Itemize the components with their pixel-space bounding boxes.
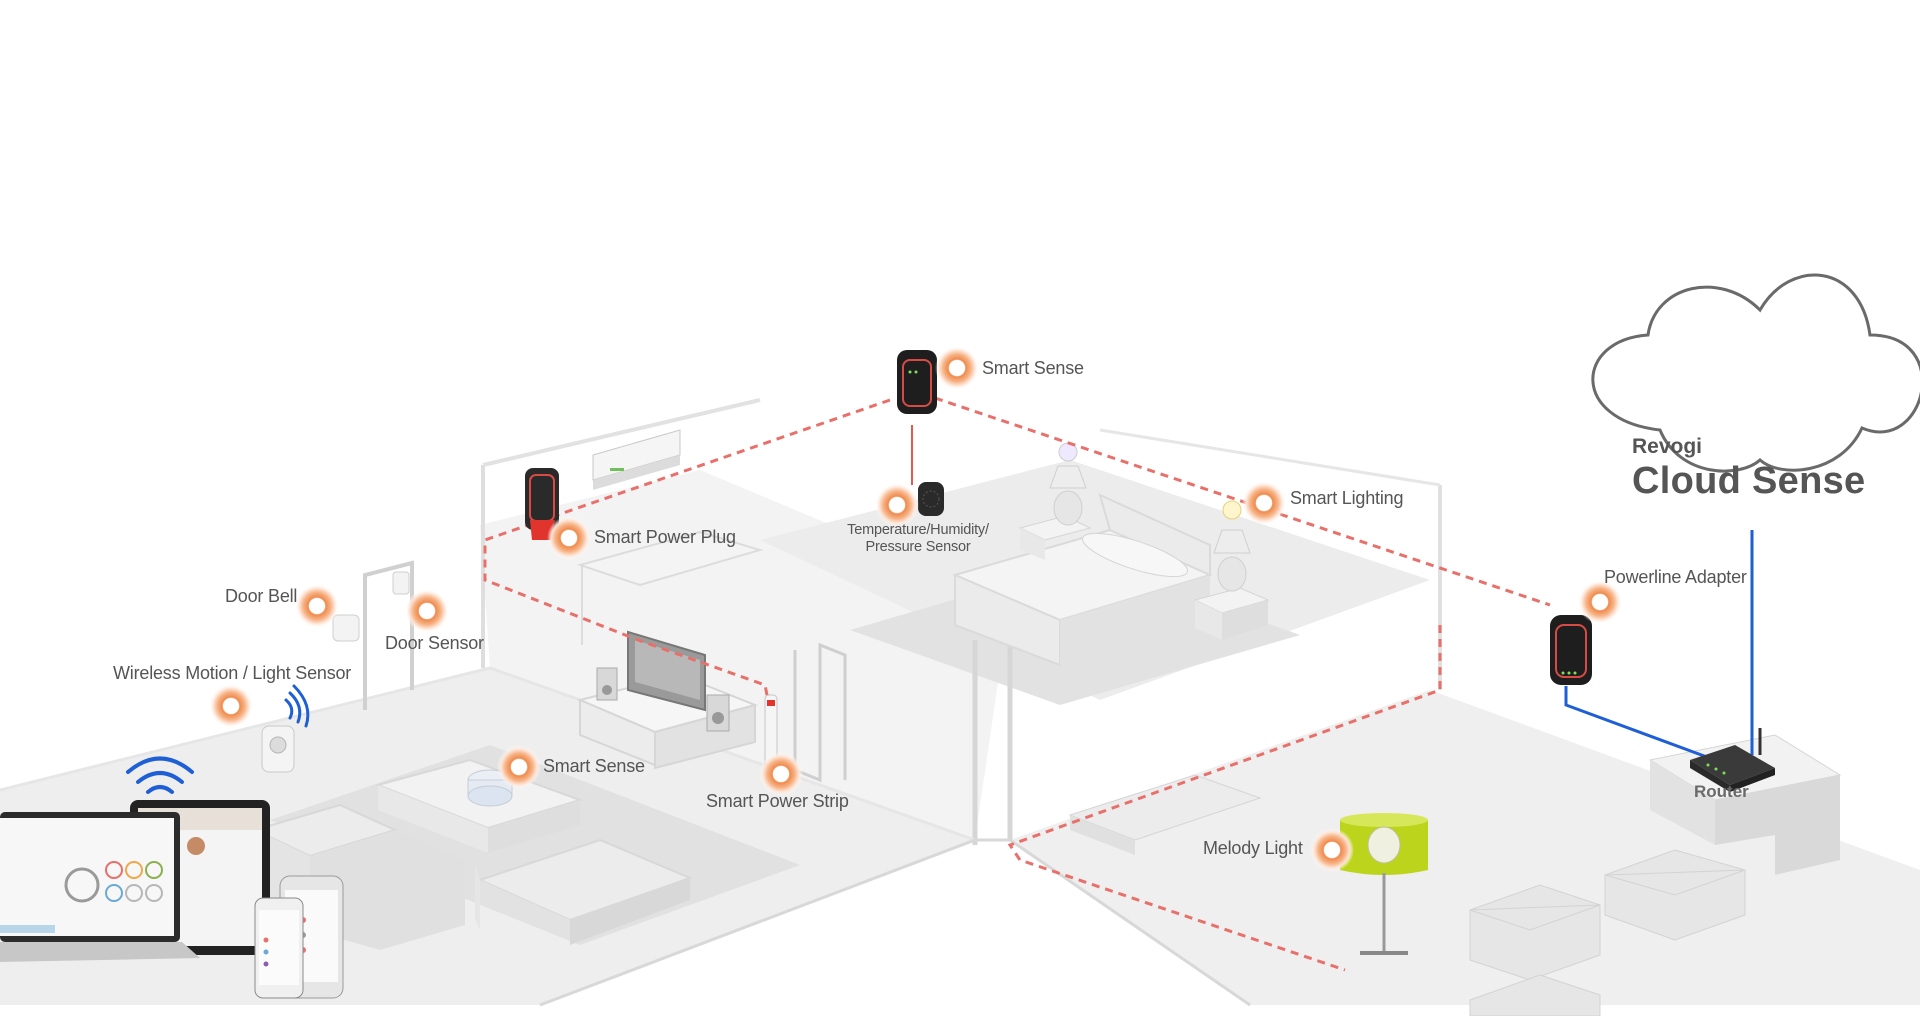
label-door-bell: Door Bell [225, 586, 298, 606]
armchair-1 [1469, 884, 1601, 981]
tv-screen-glare [635, 640, 700, 700]
bedside-lamp-left [1049, 442, 1087, 526]
label-powerline-adapter: Powerline Adapter [1604, 567, 1747, 587]
doorway [793, 642, 847, 783]
label-temperature-sensor: Temperature/Humidity/ Pressure Sensor [833, 522, 1003, 556]
powerline-adapter-device [1550, 615, 1592, 685]
melody-light-device [1340, 813, 1428, 955]
label-melody-light: Melody Light [1203, 838, 1303, 858]
armchair-2 [1604, 849, 1746, 941]
cloud-subtitle: Revogi [1632, 435, 1703, 458]
ping-door-sensor [405, 589, 449, 633]
motion-signal-icon [284, 684, 310, 728]
bedside-lamp-right [1213, 500, 1251, 592]
desk [576, 530, 764, 587]
signal-markers [209, 346, 1622, 872]
client-devices [0, 800, 344, 999]
speaker-left [596, 667, 618, 701]
label-smart-power-strip: Smart Power Strip [706, 791, 849, 811]
wifi-icon [126, 756, 194, 794]
cloud-shape [1591, 273, 1920, 473]
ping-smart-power-strip [759, 752, 803, 796]
ping-smart-power-plug [547, 516, 591, 560]
air-conditioner [592, 429, 681, 490]
pillow [1082, 532, 1188, 578]
ping-smart-sense-living [497, 745, 541, 789]
label-smart-sense-top: Smart Sense [982, 358, 1084, 378]
label-temperature-sensor-line2: Pressure Sensor [865, 539, 971, 555]
cloud-title: Cloud Sense [1632, 460, 1866, 502]
floor-edge-bottom [539, 838, 1251, 1007]
armchair-3 [1469, 974, 1601, 1016]
ping-powerline-adapter [1578, 580, 1622, 624]
wall-front-left [0, 666, 976, 842]
dashed-link-bottom [1007, 625, 1442, 972]
ping-temperature-sensor [875, 483, 919, 527]
router-device [1690, 728, 1775, 792]
door-bell-device [332, 614, 360, 642]
label-router: Router [1694, 782, 1749, 801]
wall-right-top [1099, 428, 1441, 487]
headboard [1098, 493, 1211, 577]
temperature-sensor-device [918, 482, 944, 516]
sofa-front [475, 838, 693, 945]
label-temperature-sensor-line1: Temperature/Humidity/ [847, 522, 989, 538]
blue-wire-powerline [1564, 686, 1716, 762]
ping-motion-sensor [209, 684, 253, 728]
door-sensor-device [392, 571, 410, 595]
label-motion-sensor: Wireless Motion / Light Sensor [113, 663, 352, 683]
laptop-base [0, 942, 200, 962]
motion-sensor-device [261, 725, 295, 773]
label-smart-lighting: Smart Lighting [1290, 488, 1404, 508]
ping-smart-lighting [1242, 481, 1286, 525]
wall-back-left [482, 398, 761, 467]
label-door-sensor: Door Sensor [385, 633, 484, 653]
ping-melody-light [1310, 828, 1354, 872]
smart-sense-device-top [897, 350, 937, 414]
devices [0, 350, 1775, 999]
label-smart-sense-living: Smart Sense [543, 756, 645, 776]
label-smart-power-plug: Smart Power Plug [594, 527, 736, 547]
ping-smart-sense-top [935, 346, 979, 390]
ping-door-bell [295, 584, 339, 628]
